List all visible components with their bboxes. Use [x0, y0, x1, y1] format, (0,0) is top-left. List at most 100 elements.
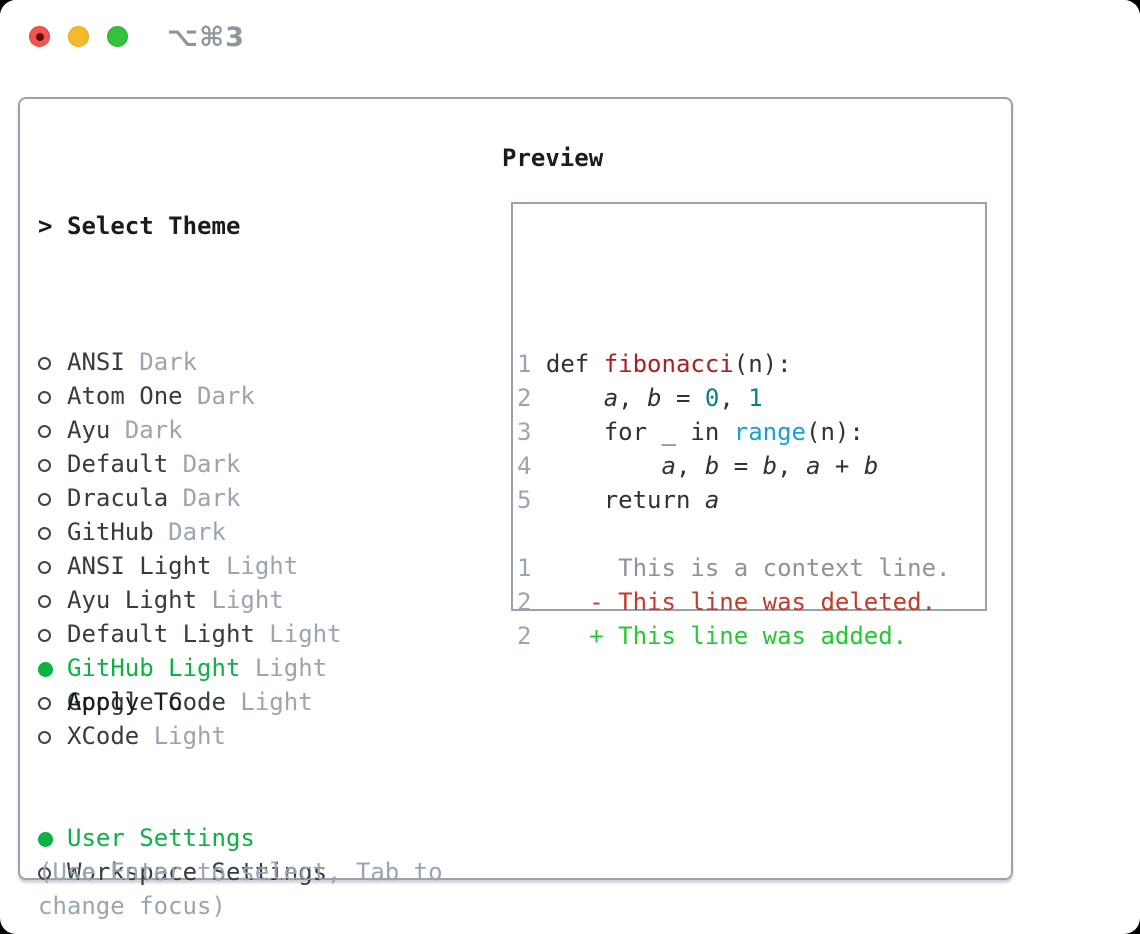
- radio-icon: [38, 595, 51, 608]
- theme-variant: Light: [153, 722, 226, 750]
- code-line: 1 def fibonacci(n):: [517, 347, 950, 381]
- diff-line: 2 + This line was added.: [517, 619, 950, 653]
- code-token: b: [762, 452, 778, 480]
- line-number: 5: [517, 486, 532, 514]
- radio-cell: [38, 549, 67, 583]
- code-token: (n):: [733, 350, 792, 378]
- hint-line: (Use Enter to select, Tab to: [38, 858, 443, 886]
- theme-variant: Light: [211, 586, 284, 614]
- theme-option[interactable]: GitHub Light Light: [38, 651, 342, 685]
- line-number: 2: [517, 622, 532, 650]
- code-token: a: [603, 384, 619, 412]
- window-title: ⌥⌘3: [167, 22, 245, 53]
- theme-variant: Dark: [139, 348, 198, 376]
- diff-text: + This line was added.: [531, 622, 908, 650]
- line-number: 1: [517, 554, 532, 582]
- theme-name: Default Light: [67, 620, 270, 648]
- apply-to-option[interactable]: User Settings: [38, 821, 327, 855]
- theme-name: GitHub Light: [67, 654, 255, 682]
- apply-to-title: Apply To: [67, 688, 183, 716]
- code-token: return: [531, 486, 705, 514]
- code-token: a: [661, 452, 676, 480]
- minimize-button[interactable]: [68, 26, 89, 47]
- code-token: b: [704, 452, 720, 480]
- apply-to-header: Apply To: [38, 685, 327, 719]
- theme-variant: Dark: [197, 382, 255, 410]
- diff-text: This is a context line.: [531, 554, 951, 582]
- theme-option[interactable]: GitHub Dark: [38, 515, 342, 549]
- code-line: 2 a, b = 0, 1: [517, 381, 950, 415]
- code-token: range: [733, 418, 806, 446]
- radio-icon: [38, 697, 51, 710]
- radio-cell: [38, 821, 67, 855]
- theme-picker-title: Select Theme: [67, 212, 241, 240]
- radio-cell: [38, 685, 67, 719]
- code-token: +: [820, 452, 864, 480]
- code-token: =: [719, 452, 763, 480]
- diff-text: - This line was deleted.: [531, 588, 937, 616]
- radio-icon: [38, 357, 51, 370]
- code-token: ,: [618, 384, 648, 412]
- theme-option[interactable]: Ayu Light Light: [38, 583, 342, 617]
- code-token: ,: [777, 452, 807, 480]
- theme-name: ANSI Light: [67, 552, 226, 580]
- radio-icon: [38, 561, 51, 574]
- theme-variant: Dark: [182, 450, 241, 478]
- radio-cell: [38, 345, 67, 379]
- radio-cell: [38, 719, 67, 753]
- theme-name: ANSI: [67, 348, 140, 376]
- theme-name: Dracula: [67, 484, 183, 512]
- theme-option[interactable]: ANSI Light Light: [38, 549, 342, 583]
- theme-variant: Dark: [124, 416, 183, 444]
- line-number: 2: [517, 384, 532, 412]
- code-token: b: [647, 384, 662, 412]
- radio-icon: [38, 425, 51, 438]
- radio-icon: [38, 527, 51, 540]
- theme-option[interactable]: Default Light Light: [38, 617, 342, 651]
- apply-to-option[interactable]: Workspace Settings: [38, 855, 327, 889]
- theme-option[interactable]: Default Dark: [38, 447, 342, 481]
- theme-name: Google Code: [67, 688, 241, 716]
- theme-option[interactable]: Ayu Dark: [38, 413, 342, 447]
- close-button[interactable]: [29, 26, 50, 47]
- theme-option[interactable]: Atom One Dark: [38, 379, 342, 413]
- theme-option[interactable]: Dracula Dark: [38, 481, 342, 515]
- maximize-button[interactable]: [107, 26, 128, 47]
- theme-option[interactable]: XCode Light: [38, 719, 342, 753]
- radio-selected-icon: [38, 832, 53, 847]
- code-token: def: [531, 350, 604, 378]
- code-token: 0: [704, 384, 720, 412]
- line-number: 4: [517, 452, 532, 480]
- code-token: for _ in: [531, 418, 734, 446]
- prompt-icon: >: [38, 212, 53, 240]
- titlebar: ⌥⌘3: [0, 0, 1140, 75]
- code-token: 1: [748, 384, 763, 412]
- apply-to-label: User Settings: [67, 824, 255, 852]
- theme-option[interactable]: ANSI Dark: [38, 345, 342, 379]
- diff-line: 1 This is a context line.: [517, 551, 950, 585]
- radio-cell: [38, 855, 67, 889]
- theme-variant: Light: [240, 688, 313, 716]
- theme-name: Default: [67, 450, 183, 478]
- unsaved-dot-icon: [35, 32, 44, 41]
- radio-icon: [38, 493, 51, 506]
- preview-title: Preview: [502, 144, 604, 172]
- code-token: (n):: [806, 418, 864, 446]
- radio-cell: [38, 617, 67, 651]
- theme-variant: Light: [254, 654, 328, 682]
- radio-icon: [38, 391, 51, 404]
- code-token: b: [863, 452, 879, 480]
- theme-variant: Light: [269, 620, 342, 648]
- theme-variant: Dark: [182, 484, 241, 512]
- theme-option[interactable]: Google Code Light: [38, 685, 342, 719]
- radio-cell: [38, 447, 67, 481]
- theme-variant: Dark: [168, 518, 226, 546]
- line-number: 3: [517, 418, 532, 446]
- theme-name: GitHub: [67, 518, 169, 546]
- theme-name: Ayu Light: [67, 586, 212, 614]
